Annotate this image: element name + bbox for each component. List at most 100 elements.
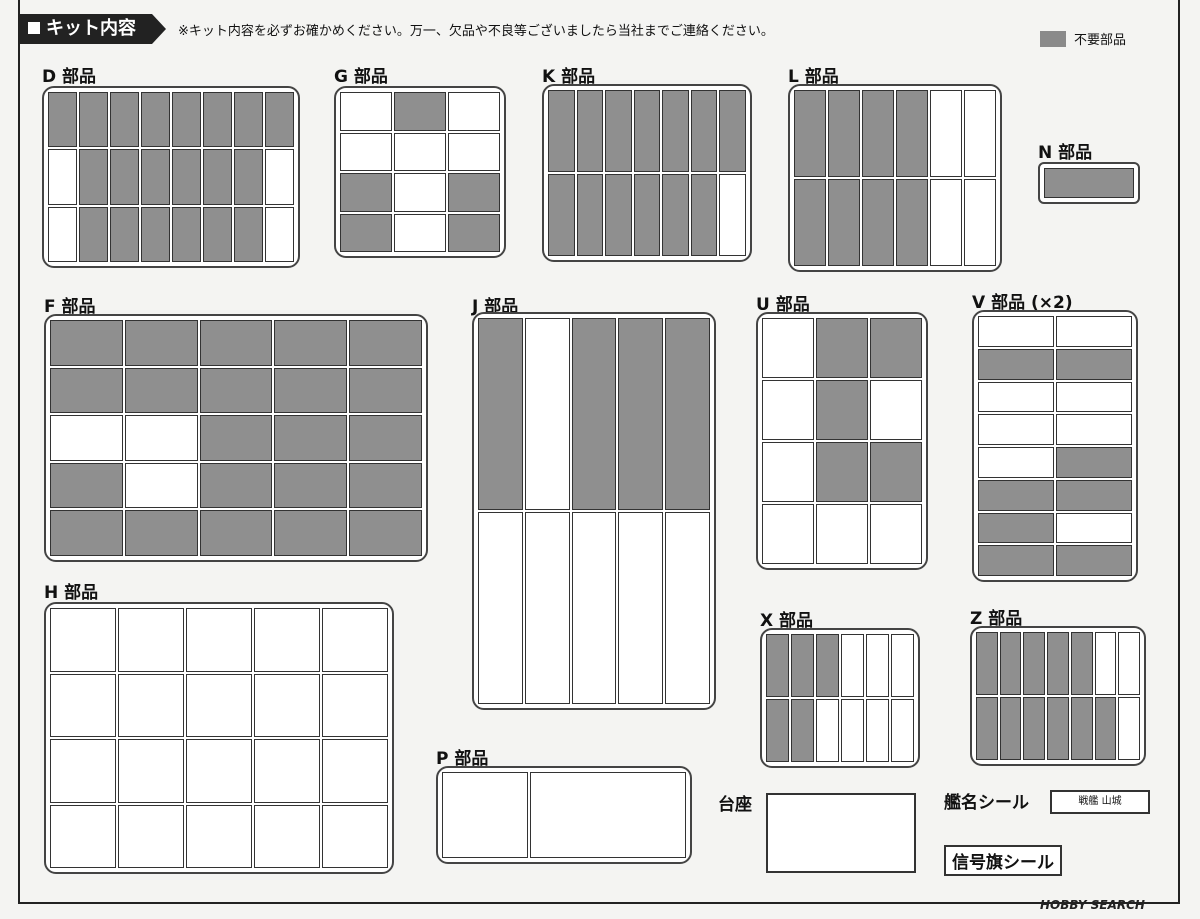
- part-cell: [866, 699, 889, 762]
- part-cell: [816, 634, 839, 697]
- part-cell: [50, 462, 123, 509]
- part-cell: [234, 149, 263, 205]
- part-cell: [618, 512, 664, 704]
- part-cell: [1044, 168, 1134, 198]
- part-cell: [841, 634, 864, 697]
- part-cell: [118, 608, 184, 672]
- part-cell: [118, 804, 184, 868]
- part-cell: [1118, 697, 1140, 760]
- part-cell: [1056, 381, 1132, 413]
- part-cell: [1056, 414, 1132, 445]
- part-cell: [1056, 316, 1132, 347]
- part-cell: [394, 173, 446, 212]
- part-cell: [203, 149, 232, 205]
- part-cell: [199, 415, 273, 461]
- label-u: U 部品: [756, 295, 810, 315]
- part-cell: [571, 512, 617, 704]
- sprue-x: [760, 628, 920, 768]
- part-cell: [828, 179, 860, 266]
- part-cell: [576, 90, 604, 172]
- part-cell: [690, 174, 718, 256]
- part-cell: [978, 479, 1054, 511]
- part-cell: [870, 442, 922, 502]
- part-cell: [816, 442, 868, 502]
- label-l: L 部品: [788, 67, 839, 87]
- part-cell: [254, 804, 320, 868]
- part-cell: [605, 90, 632, 172]
- part-cell: [448, 213, 500, 252]
- part-cell: [274, 320, 348, 366]
- part-cell: [186, 804, 252, 868]
- part-cell: [48, 149, 77, 205]
- watermark: HOBBY SEARCH: [1040, 898, 1145, 912]
- part-cell: [394, 213, 446, 252]
- part-cell: [930, 90, 962, 177]
- part-cell: [964, 179, 996, 266]
- kit-contents-title: キット内容: [18, 14, 166, 44]
- part-cell: [48, 92, 77, 148]
- part-cell: [50, 367, 123, 414]
- part-cell: [762, 504, 814, 564]
- part-cell: [662, 174, 689, 256]
- part-cell: [274, 510, 348, 556]
- part-cell: [394, 132, 446, 171]
- sprue-v: [972, 310, 1138, 582]
- part-cell: [265, 206, 294, 262]
- part-cell: [690, 90, 718, 172]
- part-cell: [141, 149, 170, 205]
- sprue-d: [42, 86, 300, 268]
- part-cell: [199, 510, 273, 556]
- part-cell: [870, 504, 922, 564]
- part-cell: [828, 90, 860, 177]
- part-cell: [50, 673, 116, 737]
- part-cell: [203, 206, 232, 262]
- part-cell: [203, 92, 232, 148]
- part-cell: [1094, 632, 1117, 695]
- part-cell: [1070, 697, 1093, 760]
- part-cell: [234, 92, 263, 148]
- page-frame: [18, 0, 1180, 904]
- unused-parts-swatch: [1040, 30, 1066, 47]
- part-cell: [172, 149, 201, 205]
- part-cell: [340, 132, 392, 171]
- part-cell: [978, 348, 1054, 380]
- part-cell: [978, 414, 1054, 445]
- part-cell: [978, 512, 1054, 544]
- part-cell: [524, 512, 570, 704]
- part-cell: [50, 804, 116, 868]
- sprue-n: [1038, 162, 1140, 204]
- part-cell: [618, 318, 664, 510]
- part-cell: [665, 318, 710, 510]
- part-cell: [978, 545, 1054, 576]
- label-h: H 部品: [44, 583, 99, 603]
- part-cell: [816, 318, 868, 378]
- part-cell: [48, 206, 77, 262]
- part-cell: [978, 381, 1054, 413]
- part-cell: [124, 320, 198, 366]
- part-cell: [172, 92, 201, 148]
- part-cell: [349, 320, 422, 366]
- part-cell: [816, 504, 868, 564]
- part-cell: [322, 673, 388, 737]
- part-cell: [50, 608, 116, 672]
- part-cell: [816, 699, 839, 762]
- part-cell: [794, 90, 826, 177]
- part-cell: [79, 206, 108, 262]
- sprue-l: [788, 84, 1002, 272]
- part-cell: [124, 462, 198, 509]
- part-cell: [448, 173, 500, 212]
- part-cell: [976, 632, 998, 695]
- part-cell: [978, 316, 1054, 347]
- part-cell: [896, 179, 928, 266]
- sprue-z: [970, 626, 1146, 766]
- part-cell: [891, 634, 914, 697]
- part-cell: [794, 179, 826, 266]
- part-cell: [719, 90, 746, 172]
- part-cell: [274, 367, 348, 414]
- part-cell: [791, 634, 814, 697]
- part-cell: [340, 173, 392, 212]
- part-cell: [322, 804, 388, 868]
- part-cell: [172, 206, 201, 262]
- part-cell: [841, 699, 864, 762]
- part-cell: [1056, 512, 1132, 544]
